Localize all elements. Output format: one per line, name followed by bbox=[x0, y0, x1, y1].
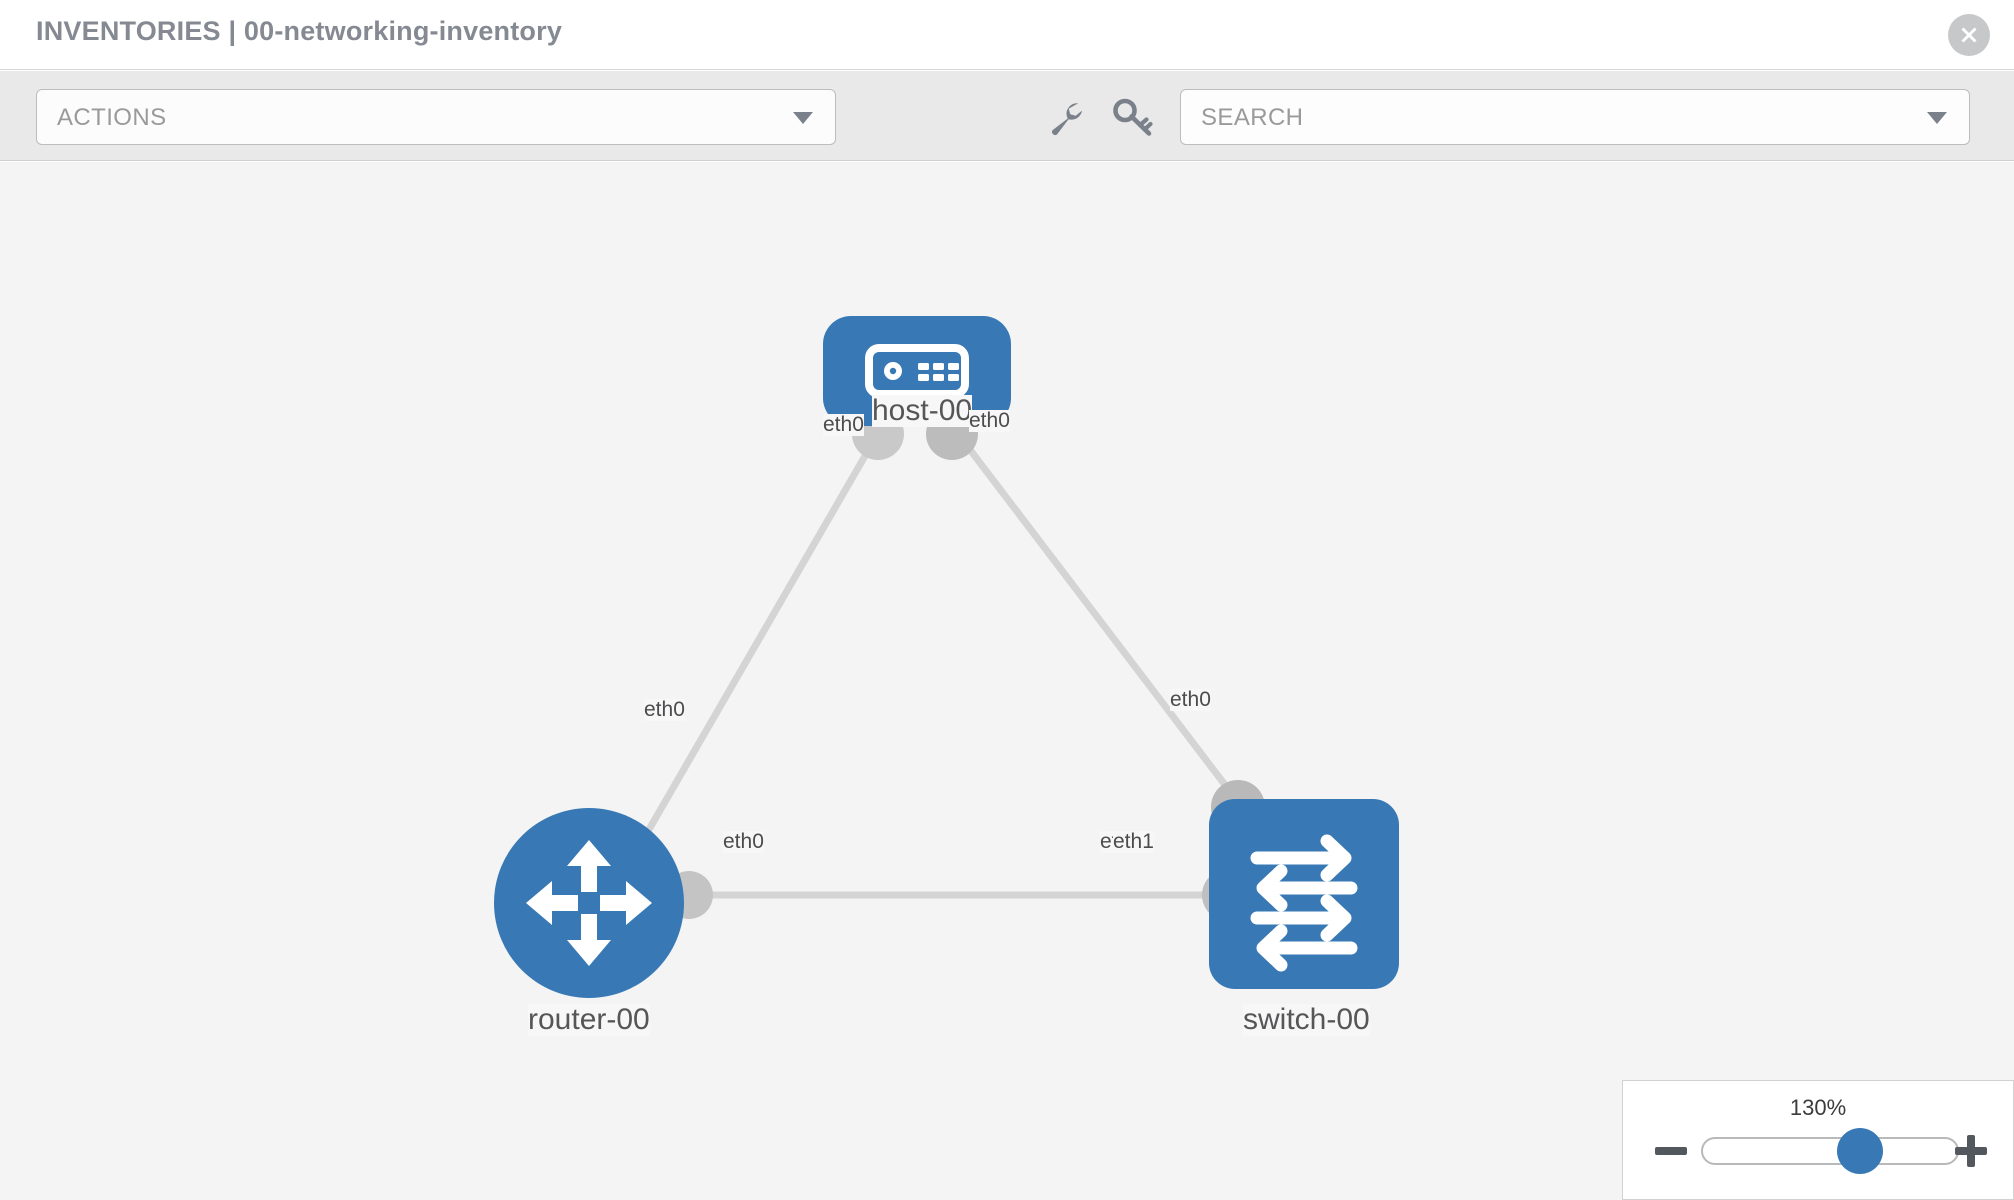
server-icon bbox=[823, 316, 1011, 426]
interface-label-router-right: eth0 bbox=[723, 830, 764, 854]
router-arrows-icon bbox=[494, 808, 684, 998]
search-input[interactable]: SEARCH bbox=[1180, 89, 1970, 145]
zoom-in-button[interactable] bbox=[1951, 1129, 1991, 1173]
key-icon[interactable] bbox=[1112, 97, 1156, 137]
interface-label-router-up: eth0 bbox=[644, 698, 685, 722]
node-router-00[interactable] bbox=[494, 808, 684, 998]
close-button[interactable] bbox=[1948, 14, 1990, 56]
zoom-out-button[interactable] bbox=[1651, 1129, 1691, 1173]
wrench-icon[interactable] bbox=[1042, 97, 1086, 137]
interface-label-host-right: eth0 bbox=[969, 409, 1010, 433]
search-placeholder: SEARCH bbox=[1201, 104, 1304, 131]
switch-arrows-icon bbox=[1209, 799, 1399, 989]
interface-label-host-left: eth0 bbox=[823, 413, 864, 437]
actions-dropdown[interactable]: ACTIONS bbox=[36, 89, 836, 145]
chevron-down-icon bbox=[793, 112, 813, 124]
zoom-slider-row bbox=[1623, 1128, 2013, 1174]
link-router-host bbox=[632, 428, 884, 854]
interface-label-switch-up: eth0 bbox=[1170, 688, 1211, 712]
node-label-switch-00: switch-00 bbox=[1243, 1003, 1370, 1036]
zoom-slider-thumb[interactable] bbox=[1837, 1128, 1884, 1174]
zoom-control-panel: 130% bbox=[1622, 1080, 2014, 1200]
close-icon bbox=[1957, 23, 1981, 47]
toolbar: ACTIONS SEARCH bbox=[0, 71, 2014, 161]
interface-label-switch-left: eth1 bbox=[1113, 830, 1154, 854]
chevron-down-icon[interactable] bbox=[1927, 112, 1947, 124]
actions-dropdown-label: ACTIONS bbox=[57, 104, 167, 131]
page-header: INVENTORIES | 00-networking-inventory bbox=[0, 0, 2014, 70]
link-host-switch bbox=[952, 427, 1241, 805]
node-label-router-00: router-00 bbox=[528, 1003, 650, 1036]
zoom-level-value: 130% bbox=[1789, 1095, 1847, 1120]
page-title: INVENTORIES | 00-networking-inventory bbox=[36, 16, 563, 46]
zoom-slider[interactable] bbox=[1701, 1128, 1959, 1174]
node-switch-00[interactable] bbox=[1209, 799, 1399, 989]
topology-canvas[interactable]: host-00 router-00 switch-00 eth0 eth0 et… bbox=[0, 162, 2014, 1200]
node-label-host-00: host-00 bbox=[872, 394, 973, 427]
